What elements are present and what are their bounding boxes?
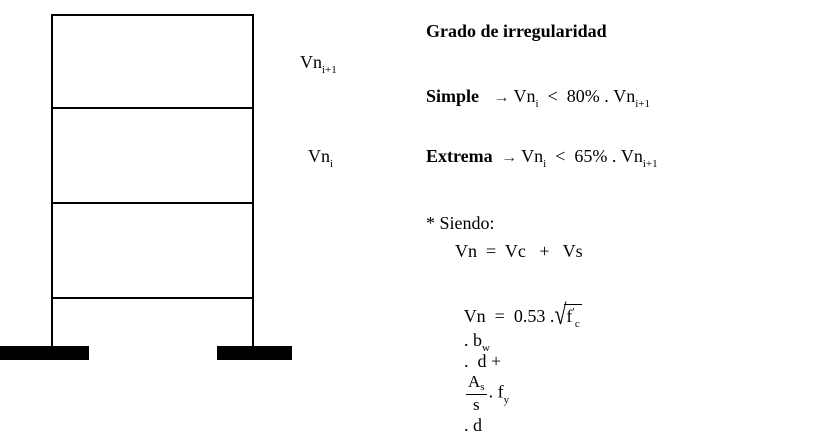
left-support: [0, 346, 89, 360]
arrow-icon: →: [493, 89, 510, 106]
shear-label-lower-sub: i: [330, 158, 334, 170]
simple-keyword: Simple: [426, 86, 480, 106]
shear-label-upper: Vni+1: [300, 52, 337, 76]
shear-sum-equation: Vn = Vc + Vs: [455, 241, 583, 261]
extreme-keyword: Extrema: [426, 146, 493, 166]
frame-lines: [51, 14, 254, 346]
radical-icon: √: [554, 298, 567, 331]
shear-label-upper-sub: i+1: [322, 64, 337, 76]
arrow-icon: →: [501, 149, 518, 166]
simple-condition: Simple →Vni < 80% . Vni+1: [426, 86, 650, 110]
panel-title: Grado de irregularidad: [426, 21, 607, 41]
shear-label-lower: Vni: [308, 146, 334, 170]
extreme-condition: Extrema →Vni < 65% . Vni+1: [426, 146, 658, 170]
note-label: * Siendo:: [426, 213, 495, 233]
frame-diagram: [0, 14, 292, 360]
right-support: [217, 346, 292, 360]
sqrt-argument: f′c: [564, 304, 582, 330]
